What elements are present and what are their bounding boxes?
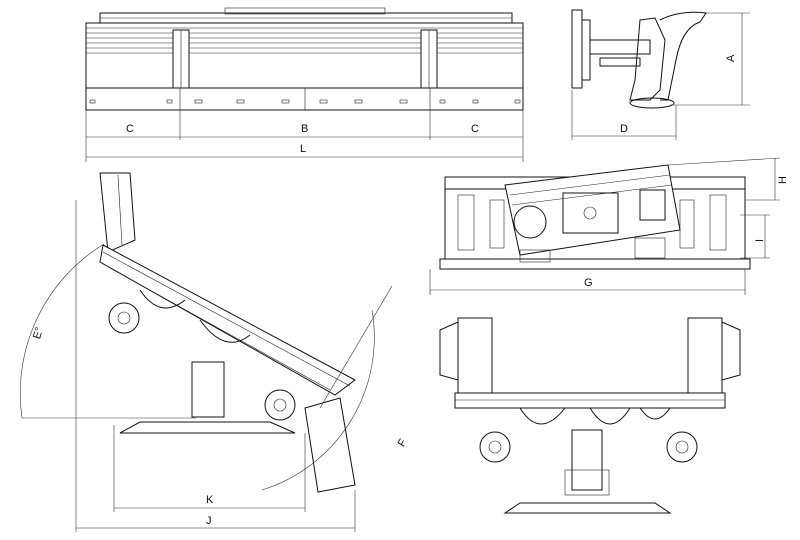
folded-front-view xyxy=(439,317,741,514)
dim-label-b: B xyxy=(301,123,308,135)
angled-view xyxy=(19,172,393,532)
front-view xyxy=(85,7,524,162)
dim-label-a: A xyxy=(725,54,737,62)
dim-label-l: L xyxy=(300,143,306,155)
dim-label-k: K xyxy=(206,494,214,506)
dim-label-g: G xyxy=(584,277,593,289)
dim-label-d: D xyxy=(620,123,628,135)
dim-label-e: E° xyxy=(31,326,46,340)
dim-label-f: F xyxy=(396,437,410,449)
plan-view xyxy=(429,157,781,295)
dim-label-h: H xyxy=(777,176,789,184)
dim-label-j: J xyxy=(206,515,212,527)
dim-label-i: I xyxy=(754,239,766,242)
dim-label-c-right: C xyxy=(471,123,479,135)
dim-label-c-left: C xyxy=(126,123,134,135)
side-view xyxy=(571,9,750,140)
